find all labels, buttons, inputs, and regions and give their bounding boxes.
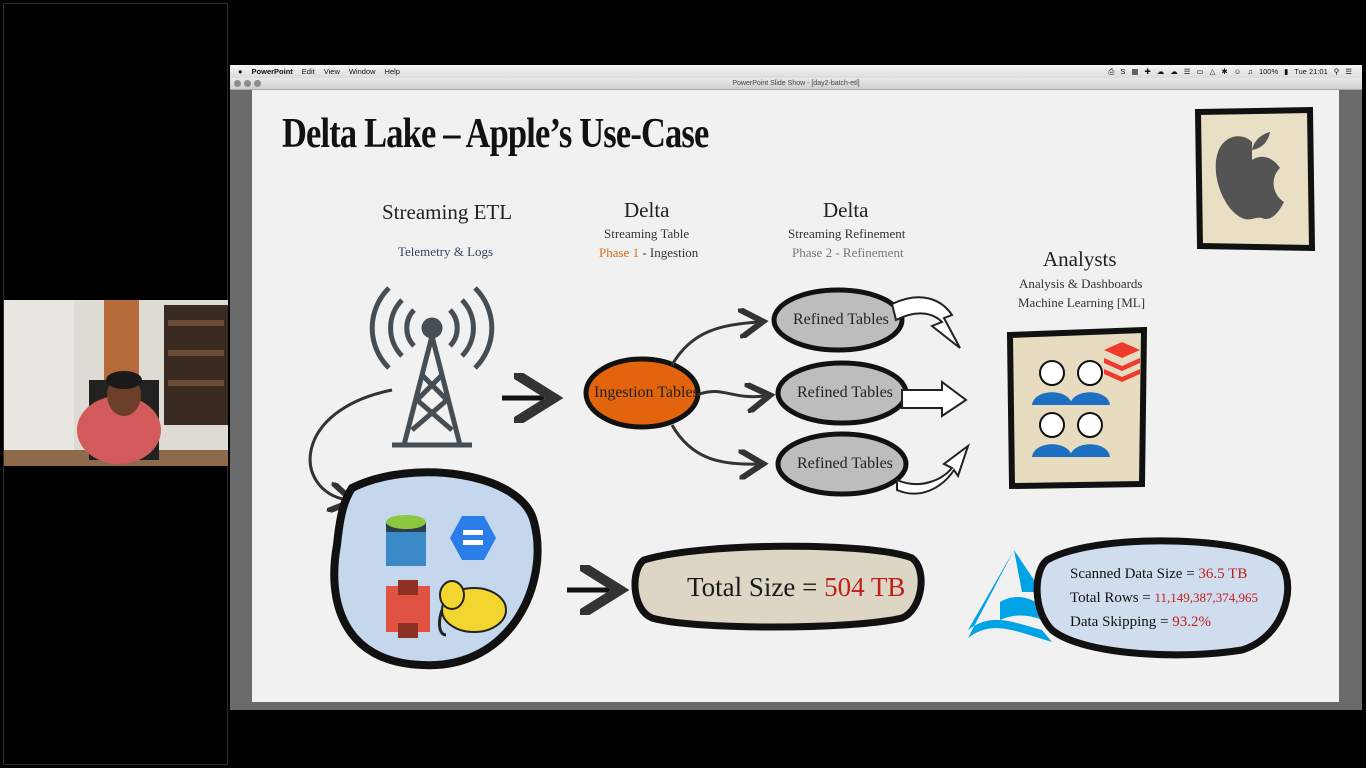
- streaming-etl-heading: Streaming ETL: [382, 200, 513, 224]
- refined-tables-node-3: Refined Tables: [797, 455, 893, 472]
- zoom-button[interactable]: [254, 80, 261, 87]
- amazon-s3-icon: [386, 580, 430, 638]
- monitor-icon[interactable]: ▭: [1196, 67, 1204, 76]
- menu-view[interactable]: View: [323, 67, 340, 76]
- telemetry-logs-subheading: Telemetry & Logs: [398, 244, 494, 259]
- analysis-dashboards-label: Analysis & Dashboards: [1019, 276, 1143, 291]
- window-title: PowerPoint Slide Show - [day2-batch-etl]: [732, 80, 860, 87]
- data-skipping-stat: Data Skipping = 93.2%: [1070, 614, 1211, 630]
- refined-tables-node-2: Refined Tables: [797, 384, 893, 401]
- slide-title: Delta Lake – Apple’s Use-Case: [282, 111, 709, 157]
- total-size-label: Total Size = 504 TB: [687, 572, 906, 602]
- window-titlebar: PowerPoint Slide Show - [day2-batch-etl]: [230, 78, 1362, 90]
- apple-menu-icon[interactable]: ●: [238, 67, 243, 76]
- hadoop-elephant-icon: [437, 580, 507, 637]
- clock[interactable]: Tue 21:01: [1294, 67, 1328, 76]
- total-rows-stat: Total Rows = 11,149,387,374,965: [1070, 590, 1259, 606]
- minimize-button[interactable]: [244, 80, 251, 87]
- puzzle-icon[interactable]: ✚: [1144, 67, 1151, 76]
- storage-blob: [330, 468, 542, 670]
- delta-heading-2: Delta: [823, 198, 869, 222]
- streaming-table-subheading: Streaming Table: [604, 226, 690, 241]
- ingestion-tables-node: Ingestion Tables: [594, 384, 699, 401]
- slide-drawing: [308, 106, 1316, 670]
- databricks-stack-icon: [1104, 342, 1140, 382]
- search-icon[interactable]: ⚲: [1333, 67, 1340, 76]
- menu-bar: ● PowerPoint Edit View Window Help ⎙ S ▦…: [230, 65, 1362, 78]
- airplay-icon[interactable]: △: [1209, 67, 1216, 76]
- webcam-video: [4, 300, 228, 466]
- battery-percent[interactable]: 100%: [1258, 67, 1279, 76]
- antenna-tower-icon: [369, 286, 495, 448]
- delta-heading-1: Delta: [624, 198, 670, 222]
- menu-window[interactable]: Window: [348, 67, 376, 76]
- menu-help[interactable]: Help: [384, 67, 400, 76]
- phase1-label: Phase 1 - Ingestion: [599, 245, 699, 260]
- bars-icon[interactable]: ☰: [1183, 67, 1191, 76]
- volume-icon[interactable]: ♫: [1247, 67, 1253, 76]
- notification-center-icon[interactable]: ☰: [1345, 67, 1352, 76]
- menu-edit[interactable]: Edit: [301, 67, 315, 76]
- cloud-icon[interactable]: ☁: [1170, 67, 1178, 76]
- slide[interactable]: Delta Lake – Apple’s Use-Case Streaming …: [252, 90, 1339, 702]
- apple-logo-icon: [1194, 106, 1316, 252]
- machine-learning-label: Machine Learning [ML]: [1018, 295, 1146, 310]
- azure-data-lake-icon: [386, 515, 426, 566]
- cloud-icon[interactable]: ☁: [1156, 67, 1165, 76]
- analysts-heading: Analysts: [1043, 247, 1117, 271]
- wifi-icon[interactable]: ☺: [1233, 67, 1242, 76]
- google-cloud-storage-icon: [450, 516, 496, 560]
- close-button[interactable]: [234, 80, 241, 87]
- refined-tables-node-1: Refined Tables: [793, 311, 889, 328]
- s-icon[interactable]: S: [1120, 67, 1126, 76]
- bluetooth-icon[interactable]: ✱: [1221, 67, 1228, 76]
- printer-icon[interactable]: ⎙: [1108, 66, 1115, 76]
- battery-icon[interactable]: ▮: [1284, 67, 1289, 76]
- analysts-users-icon: [1006, 326, 1148, 490]
- streaming-refinement-subheading: Streaming Refinement: [788, 226, 906, 241]
- menu-powerpoint[interactable]: PowerPoint: [251, 67, 293, 76]
- scanned-data-size-stat: Scanned Data Size = 36.5 TB: [1070, 566, 1248, 582]
- grid-icon[interactable]: ▦: [1131, 67, 1139, 76]
- phase2-label: Phase 2 - Refinement: [792, 245, 904, 260]
